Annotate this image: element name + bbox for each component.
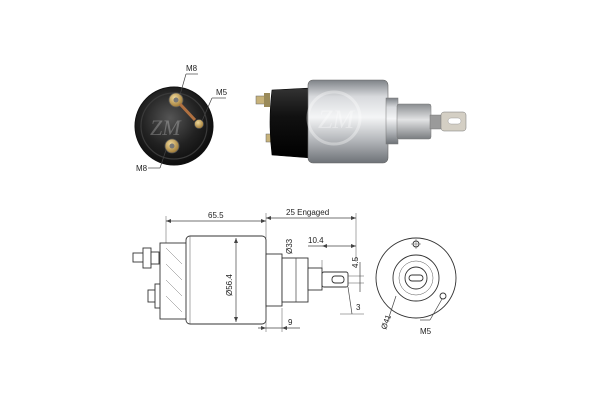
watermark-logo-large: ZM — [318, 105, 355, 134]
callout-top-label: M8 — [186, 64, 198, 73]
drawing-side-view: 65.5 25 Engaged Ø56.4 Ø33 — [132, 208, 364, 332]
drawing-nozzle — [281, 257, 309, 303]
photo-end-view: ZM M8 M5 M8 — [134, 64, 228, 173]
dim-41-label: Ø41 — [379, 313, 393, 331]
watermark-ring — [306, 90, 362, 146]
stud-top-center — [173, 97, 179, 103]
callout-line-top — [179, 73, 187, 96]
dim-line-3 — [347, 286, 353, 315]
drawing-flange — [265, 253, 283, 307]
dim-line-41 — [387, 295, 397, 321]
plunger-slot — [447, 117, 462, 125]
drawing-plunger — [307, 267, 323, 291]
dim-56-4-label: Ø56.4 — [225, 274, 234, 296]
end-slot — [408, 274, 424, 282]
dim-10-4-label: 10.4 — [308, 236, 324, 245]
end-hole-bottom — [439, 292, 447, 300]
stud-bottom-center — [169, 143, 175, 149]
plunger — [429, 114, 443, 130]
watermark-logo-small: ZM — [150, 115, 182, 140]
callout-line-bottom — [159, 149, 167, 169]
dim-33-label: Ø33 — [285, 238, 294, 254]
end-inner-circle — [398, 260, 434, 296]
callout-bottom-label: M8 — [136, 164, 148, 173]
dim-3-label: 3 — [356, 303, 361, 312]
copper-strap — [178, 102, 197, 122]
body-step — [385, 97, 399, 145]
drawing-cap — [159, 242, 188, 320]
callout-line-right — [201, 97, 213, 122]
dim-m5-label: M5 — [420, 327, 432, 336]
dim-line-m5 — [429, 298, 443, 321]
dim-9-label: 9 — [288, 318, 293, 327]
cap-disc — [134, 86, 214, 166]
dim-4-5-label: 4.5 — [351, 256, 360, 268]
callout-right-label: M5 — [216, 88, 228, 97]
black-cap — [269, 87, 313, 159]
dim-65-5-label: 65.5 — [208, 211, 224, 220]
stud-right — [194, 119, 204, 129]
drawing-end-view: Ø41 M5 — [375, 237, 457, 336]
dim-engaged-label: 25 Engaged — [286, 208, 329, 217]
photo-side-view: ZM — [255, 79, 467, 164]
nozzle — [396, 103, 432, 140]
